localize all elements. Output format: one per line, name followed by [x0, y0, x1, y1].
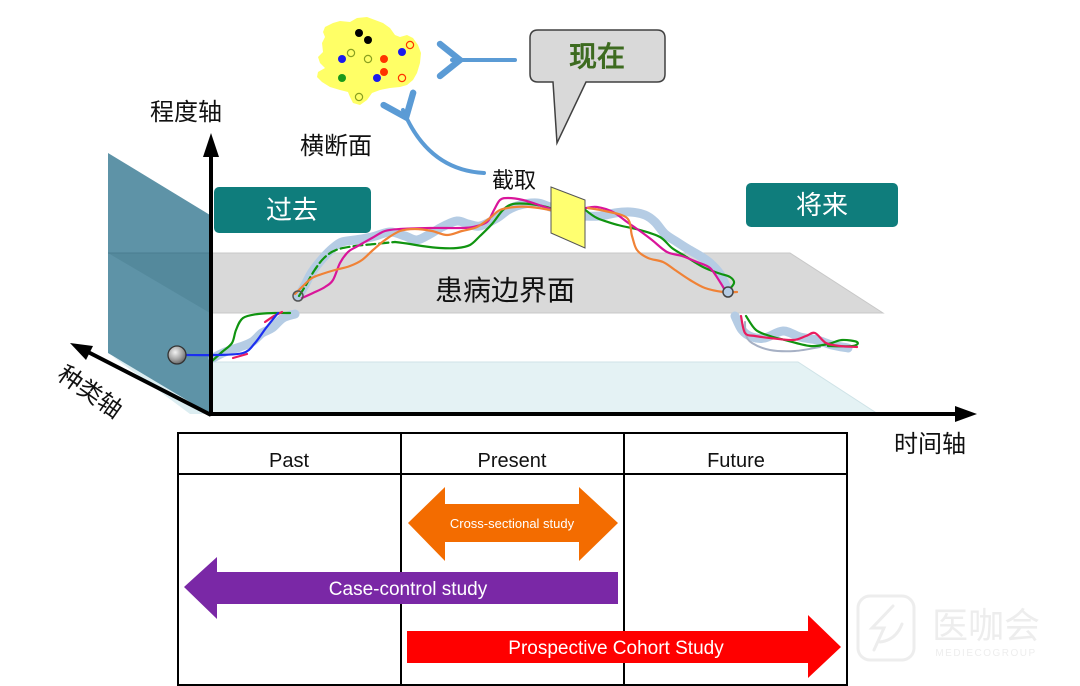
disease-course-curves [184, 196, 859, 363]
study-design-table: Past Present Future Cross-sectional stud… [177, 432, 848, 686]
future-box: 将来 [746, 183, 898, 227]
blob-dot-olive-hollow [363, 54, 373, 64]
table-header-past: Past [269, 450, 309, 472]
floor-plane-side-sliver [112, 356, 210, 414]
past-box-label: 过去 [266, 195, 318, 225]
course-orange-falling [586, 206, 739, 294]
start-ball [167, 345, 187, 365]
future-box-label: 将来 [796, 190, 848, 220]
category-axis [70, 343, 212, 417]
course-band-lower [208, 309, 300, 363]
blob-dot-black [355, 29, 363, 37]
course-green-falling [581, 206, 736, 293]
time-axis-arrowhead [955, 406, 977, 422]
now-label: 现在 [569, 41, 625, 72]
case-control-study-arrow: Case-control study [184, 557, 618, 619]
onset-marker [292, 290, 304, 302]
left-arrow-shape [184, 557, 618, 619]
cross-sectional-study-arrow: Cross-sectional study [408, 487, 618, 561]
cross-section-blob [317, 17, 421, 105]
cross-section-card [550, 186, 586, 249]
blob-dot-blue [373, 74, 381, 82]
table-header-future: Future [707, 450, 765, 472]
course-orange-rising [293, 205, 567, 296]
speech-bubble-shape [529, 29, 666, 146]
disease-boundary-label: 患病边界面 [435, 275, 575, 306]
blob-dot-red-hollow [397, 73, 407, 83]
degree-axis-arrowhead [203, 133, 219, 157]
blob-shape [317, 17, 421, 105]
cross-section-label: 横断面 [300, 133, 372, 160]
case-control-study-label: Case-control study [329, 579, 488, 600]
category-axis-arrowhead [70, 343, 93, 360]
watermark-subtitle: MEDIECOGROUP [935, 648, 1036, 659]
watermark-name: 医咖会 [932, 605, 1040, 646]
blob-dot-black [364, 36, 372, 44]
blob-dot-blue [398, 48, 406, 56]
degree-axis-label: 程度轴 [150, 99, 222, 126]
blob-dot-blue [338, 55, 346, 63]
blob-dot-red-hollow [405, 40, 415, 50]
table-header-present: Present [478, 450, 547, 472]
course-magenta-lower-a [231, 352, 249, 360]
category-plane-boundary-shadow [108, 253, 210, 313]
category-axis-label: 种类轴 [52, 361, 126, 424]
course-green-after [744, 314, 859, 348]
course-green-lower [210, 311, 292, 363]
now-speech-bubble: 现在 [529, 29, 666, 146]
time-axis [209, 406, 977, 422]
blob-dot-olive-hollow [354, 92, 364, 102]
blob-dot-olive-hollow [346, 48, 356, 58]
category-plane [108, 153, 210, 414]
capture-to-blob-arrow-icon [403, 110, 486, 175]
watermark-logo-icon [856, 594, 916, 662]
recovery-marker [722, 286, 734, 298]
right-arrow-shape [407, 615, 841, 678]
floor-plane [209, 361, 880, 415]
capture-label: 截取 [492, 168, 536, 193]
watermark: 医咖会 MEDIECOGROUP [856, 594, 1040, 662]
blob-dot-red [380, 68, 388, 76]
course-magenta-lower-b [263, 310, 284, 324]
blob-dot-red [380, 55, 388, 63]
watermark-logo-glyph-icon [868, 604, 904, 652]
cross-sectional-study-label: Cross-sectional study [450, 516, 575, 531]
prospective-cohort-study-label: Prospective Cohort Study [508, 638, 724, 659]
course-green-plateau [393, 202, 565, 250]
course-magenta-after [739, 314, 859, 349]
time-axis-label: 时间轴 [894, 431, 966, 458]
past-box: 过去 [214, 187, 371, 233]
double-arrow-shape [408, 487, 618, 561]
prospective-cohort-study-arrow: Prospective Cohort Study [407, 615, 841, 678]
blob-dot-green [338, 74, 346, 82]
degree-axis [203, 133, 219, 414]
